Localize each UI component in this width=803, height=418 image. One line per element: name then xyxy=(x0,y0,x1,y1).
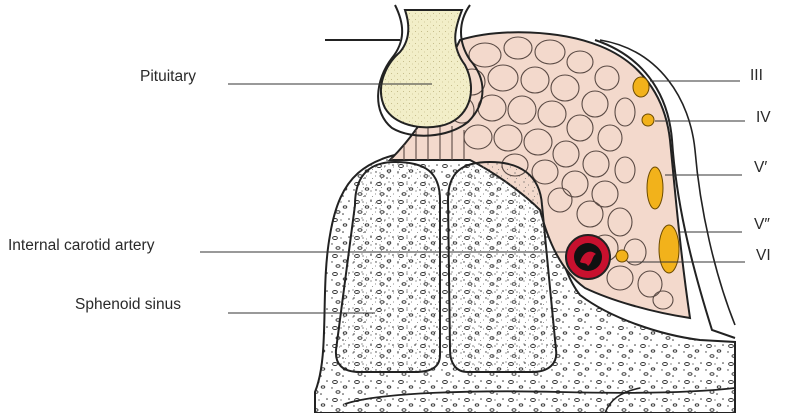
nerve-iii-shape xyxy=(633,77,649,97)
label-nerve-v2: V″ xyxy=(754,217,770,233)
nerve-v1-shape xyxy=(647,167,663,209)
label-nerve-vi: VI xyxy=(756,248,771,264)
label-sphenoid-sinus: Sphenoid sinus xyxy=(75,297,181,313)
nerve-iv-shape xyxy=(642,114,654,126)
label-nerve-v1: V′ xyxy=(754,160,767,176)
label-internal-carotid-artery: Internal carotid artery xyxy=(8,238,154,254)
label-nerve-iii: III xyxy=(750,68,763,84)
label-nerve-iv: IV xyxy=(756,110,771,126)
label-pituitary: Pituitary xyxy=(140,69,196,85)
internal-carotid-artery-shape xyxy=(566,235,610,279)
nerve-vi-shape xyxy=(616,250,628,262)
nerve-v2-shape xyxy=(659,225,679,273)
